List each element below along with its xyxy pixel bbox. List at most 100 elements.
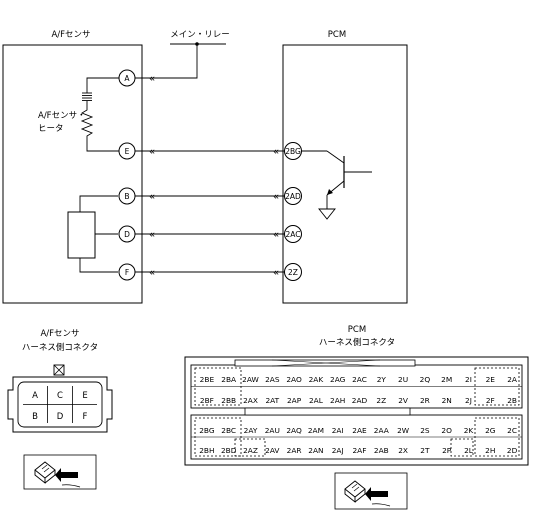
svg-text:B: B: [124, 192, 129, 201]
heater-label-line2: ヒータ: [38, 124, 64, 134]
svg-text:2AC: 2AC: [285, 230, 300, 239]
pcm-connector-cell: 2AY: [244, 426, 258, 435]
pcm-connector-cell: 2AN: [308, 446, 323, 455]
pcm-connector-cell: 2AQ: [286, 426, 302, 435]
pcm-box: [282, 44, 408, 304]
heater-label-line1: A/Fセンサ・: [38, 111, 86, 121]
svg-text:«: «: [149, 74, 155, 85]
sensor-pin-e: E: [118, 142, 136, 160]
pcm-connector-cell: 2AO: [286, 375, 302, 384]
svg-text:A: A: [32, 391, 38, 401]
svg-text:«: «: [149, 192, 155, 203]
pcm-connector-cell: 2B: [507, 396, 517, 405]
pcm-connector-cell: 2AD: [352, 396, 368, 405]
pcm-connector-cell: 2W: [397, 426, 410, 435]
svg-text:D: D: [57, 412, 64, 422]
pcm-connector-cell: 2BA: [221, 375, 236, 384]
pcm-pin-2ac: 2AC: [284, 225, 302, 243]
pcm-title: PCM: [328, 30, 346, 40]
pcm-connector-cell: 2BE: [200, 375, 215, 384]
probe-icon: [334, 472, 408, 510]
pcm-connector-cell: 2AS: [265, 375, 280, 384]
pcm-connector-cell: 2BH: [199, 446, 214, 455]
pcm-connector-cell: 2BD: [221, 446, 237, 455]
pcm-connector-cell: 2P: [442, 446, 452, 455]
svg-text:F: F: [125, 268, 129, 277]
svg-text:2BG: 2BG: [285, 147, 301, 156]
wire-d-2ac: « «: [135, 230, 285, 241]
svg-text:C: C: [57, 391, 63, 401]
pcm-connector-title-line2: ハーネス側コネクタ: [319, 337, 395, 348]
svg-text:2AD: 2AD: [285, 192, 301, 201]
pcm-connector-cell: 2AZ: [243, 446, 258, 455]
svg-text:B: B: [32, 412, 38, 422]
main-relay-label: メイン・リレー: [170, 30, 230, 40]
sensor-connector-title-line2: ハーネス側コネクタ: [22, 342, 98, 353]
pcm-connector-cell: 2V: [398, 396, 408, 405]
pcm-connector-cell: 2E: [486, 375, 496, 384]
pcm-connector-cell: 2AV: [265, 446, 279, 455]
pcm-connector-cell: 2AL: [309, 396, 324, 405]
pcm-connector-cell: 2Z: [376, 396, 386, 405]
sensor-element: [67, 195, 118, 273]
svg-text:«: «: [149, 147, 155, 158]
pcm-connector-cell: 2AJ: [332, 446, 344, 455]
svg-text:«: «: [273, 268, 279, 279]
svg-text:«: «: [149, 230, 155, 241]
sensor-pin-f: F: [118, 263, 136, 281]
pcm-connector-cell: 2BC: [221, 426, 236, 435]
pcm-connector-title-line1: PCM: [348, 325, 366, 335]
pcm-connector: [184, 356, 529, 466]
sensor-title: A/Fセンサ: [51, 30, 90, 40]
pcm-connector-cell: 2D: [507, 446, 518, 455]
pcm-connector-cell: 2AI: [332, 426, 344, 435]
svg-text:«: «: [273, 230, 279, 241]
probe-icon: [23, 454, 97, 490]
heater-element: [80, 77, 127, 152]
pcm-connector-cell: 2R: [420, 396, 430, 405]
pcm-connector-cell: 2AU: [265, 426, 280, 435]
sensor-connector-title-line1: A/Fセンサ: [40, 329, 79, 339]
pcm-connector-cell: 2L: [464, 446, 474, 455]
sensor-pin-b: B: [118, 187, 136, 205]
svg-text:A: A: [124, 74, 130, 83]
pcm-connector-cell: 2AW: [242, 375, 259, 384]
wire-b-2ad: « «: [135, 192, 285, 203]
pcm-connector-cell: 2A: [507, 375, 517, 384]
sensor-pin-d: D: [118, 225, 136, 243]
pcm-connector-cell: 2BB: [221, 396, 236, 405]
svg-text:E: E: [125, 147, 130, 156]
pcm-connector-cell: 2U: [398, 375, 408, 384]
pcm-pin-2ad: 2AD: [284, 187, 302, 205]
pcm-connector-cell: 2AK: [309, 375, 324, 384]
pcm-connector-cell: 2Y: [377, 375, 387, 384]
pcm-connector-cell: 2BG: [199, 426, 215, 435]
pcm-connector-cell: 2AT: [265, 396, 279, 405]
pcm-connector-cell: 2N: [442, 396, 452, 405]
pcm-connector-cell: 2AC: [352, 375, 367, 384]
sensor-box: [2, 44, 143, 304]
pcm-connector-cell: 2O: [441, 426, 452, 435]
pcm-connector-cell: 2Q: [420, 375, 431, 384]
svg-text:2Z: 2Z: [288, 268, 298, 277]
svg-text:E: E: [82, 391, 87, 401]
pcm-connector-cell: 2AR: [287, 446, 302, 455]
pcm-connector-cell: 2K: [464, 426, 474, 435]
pcm-connector-cell: 2I: [465, 375, 472, 384]
wire-e-2bg: « «: [135, 147, 285, 158]
pcm-connector-cell: 2G: [485, 426, 496, 435]
pcm-connector-cell: 2S: [420, 426, 430, 435]
pcm-connector-cell: 2C: [507, 426, 517, 435]
pcm-connector-cell: 2AM: [308, 426, 324, 435]
svg-text:«: «: [273, 147, 279, 158]
pcm-connector-cell: 2M: [441, 375, 452, 384]
transistor-symbol: [301, 150, 372, 220]
svg-text:«: «: [149, 268, 155, 279]
sensor-connector-cells: A C E B D F: [32, 391, 88, 422]
svg-text:«: «: [273, 192, 279, 203]
pcm-connector-cell: 2BF: [200, 396, 214, 405]
wire-f-2z: « «: [135, 268, 285, 279]
pcm-connector-cell: 2AH: [330, 396, 345, 405]
